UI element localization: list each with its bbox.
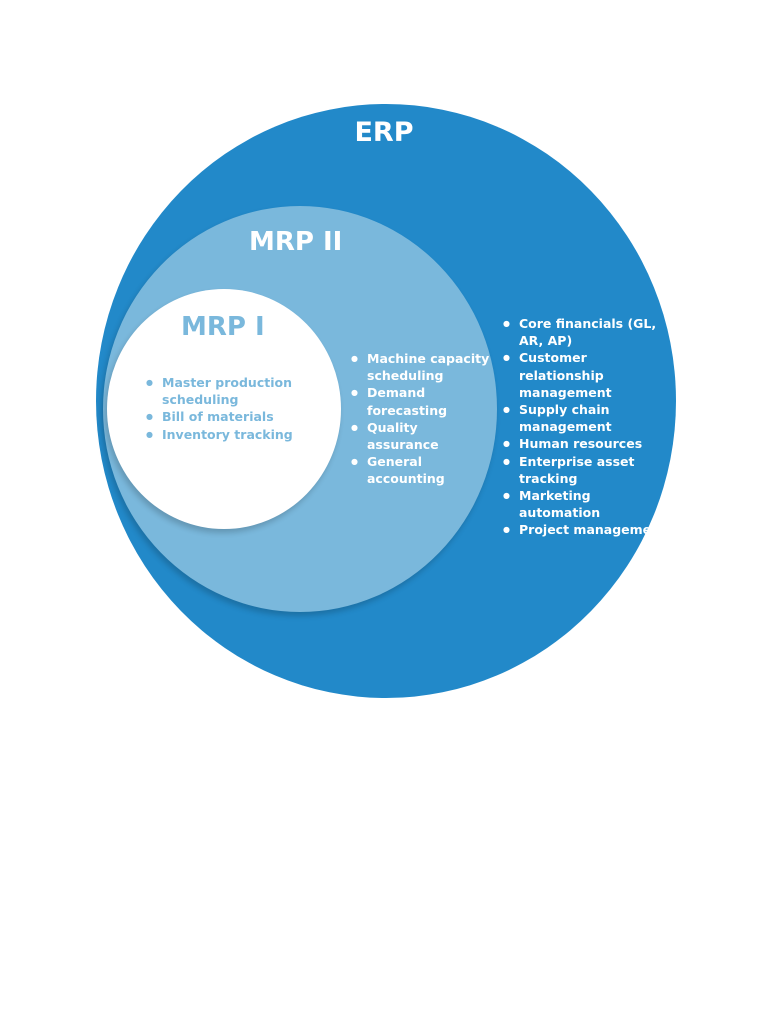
- mrp1-feature-list: Master production scheduling Bill of mat…: [146, 374, 336, 443]
- mrp1-title: MRP I: [181, 312, 265, 342]
- erp-title: ERP: [354, 117, 414, 148]
- mrp1-feature-item: Master production scheduling: [146, 374, 336, 408]
- erp-feature-list: Core financials (GL, AR, AP) Customer re…: [503, 315, 675, 539]
- erp-feature-item: Enterprise asset tracking: [503, 453, 675, 487]
- erp-feature-item: Supply chain management: [503, 401, 675, 435]
- mrp2-feature-item: Quality assurance: [351, 419, 491, 453]
- mrp1-feature-item: Bill of materials: [146, 408, 336, 425]
- erp-feature-item: Project management: [503, 521, 675, 538]
- mrp2-feature-item: Demand forecasting: [351, 384, 491, 418]
- mrp2-title: MRP II: [249, 227, 343, 257]
- mrp2-feature-list: Machine capacity scheduling Demand forec…: [351, 350, 491, 488]
- erp-feature-item: Core financials (GL, AR, AP): [503, 315, 675, 349]
- mrp1-feature-item: Inventory tracking: [146, 426, 336, 443]
- erp-feature-item: Human resources: [503, 435, 675, 452]
- mrp2-feature-item: General accounting: [351, 453, 491, 487]
- mrp2-feature-item: Machine capacity scheduling: [351, 350, 491, 384]
- erp-feature-item: Customer relationship management: [503, 349, 675, 401]
- erp-feature-item: Marketing automation: [503, 487, 675, 521]
